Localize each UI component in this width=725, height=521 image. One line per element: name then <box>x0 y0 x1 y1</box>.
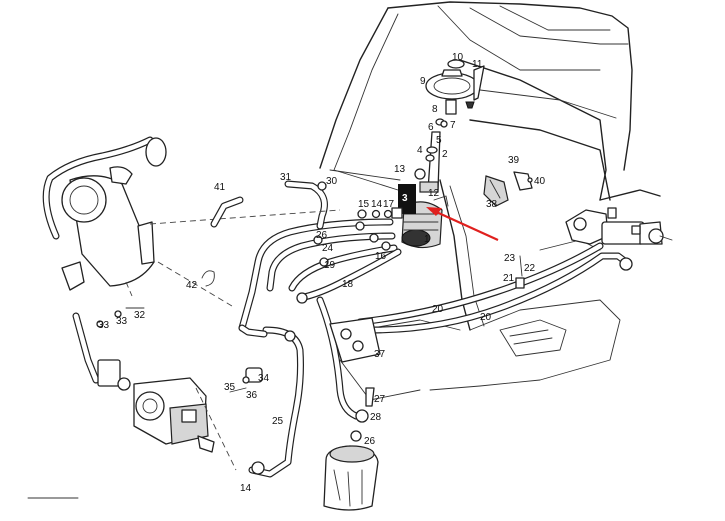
label-27: 27 <box>374 394 386 405</box>
label-23: 23 <box>504 253 516 264</box>
misc-parts <box>27 196 525 511</box>
label-25: 25 <box>272 416 284 427</box>
label-24: 24 <box>322 243 334 254</box>
label-8: 8 <box>432 104 438 115</box>
guide-lines <box>125 209 341 471</box>
label-33b: 33 <box>116 316 128 327</box>
bracket-parts <box>483 171 533 207</box>
label-12: 12 <box>428 188 440 199</box>
highlight-marker: 3 <box>398 184 499 242</box>
label-38: 38 <box>486 199 498 210</box>
label-28b: 26 <box>364 436 376 447</box>
highlight-arrow-shaft <box>431 208 499 242</box>
label-39: 39 <box>508 155 520 166</box>
label-42: 42 <box>186 280 198 291</box>
oil-reservoir <box>42 136 167 391</box>
label-19: 19 <box>324 260 336 271</box>
highlight-label: 3 <box>402 193 408 204</box>
label-13: 13 <box>394 164 406 175</box>
label-31: 31 <box>280 172 292 183</box>
label-20a: 20 <box>432 304 444 315</box>
label-20b: 20 <box>480 312 492 323</box>
label-16: 16 <box>375 251 387 262</box>
label-37: 37 <box>374 349 386 360</box>
label-10: 10 <box>452 52 464 63</box>
label-18: 18 <box>342 279 354 290</box>
part-labels: 10 11 9 8 7 6 5 4 2 13 12 1 39 40 38 31 … <box>98 52 546 494</box>
label-32: 32 <box>134 310 146 321</box>
label-6: 6 <box>428 122 434 133</box>
steering-cylinder <box>565 207 673 245</box>
label-7: 7 <box>450 120 456 131</box>
label-17: 17 <box>383 199 395 210</box>
label-30: 30 <box>326 176 338 187</box>
label-2: 2 <box>442 149 448 160</box>
highlight-box <box>398 184 416 214</box>
label-41: 41 <box>214 182 226 193</box>
label-14b: 14 <box>240 483 252 494</box>
label-5: 5 <box>436 135 442 146</box>
hydraulic-pump <box>133 377 215 453</box>
label-22: 22 <box>524 263 536 274</box>
label-11: 11 <box>472 59 483 70</box>
label-34: 34 <box>258 373 270 384</box>
label-4: 4 <box>417 145 423 156</box>
label-21: 21 <box>503 273 515 284</box>
label-14: 14 <box>371 199 383 210</box>
label-28a: 28 <box>370 412 382 423</box>
label-35: 35 <box>224 382 236 393</box>
label-26: 26 <box>316 230 328 241</box>
label-1: 1 <box>424 234 430 245</box>
highlight-arrow-head <box>426 207 442 216</box>
fittings-cluster <box>296 181 403 304</box>
label-36: 36 <box>246 390 258 401</box>
label-15: 15 <box>358 199 370 210</box>
label-33a: 33 <box>98 320 110 331</box>
label-9: 9 <box>420 76 426 87</box>
label-40: 40 <box>534 176 546 187</box>
